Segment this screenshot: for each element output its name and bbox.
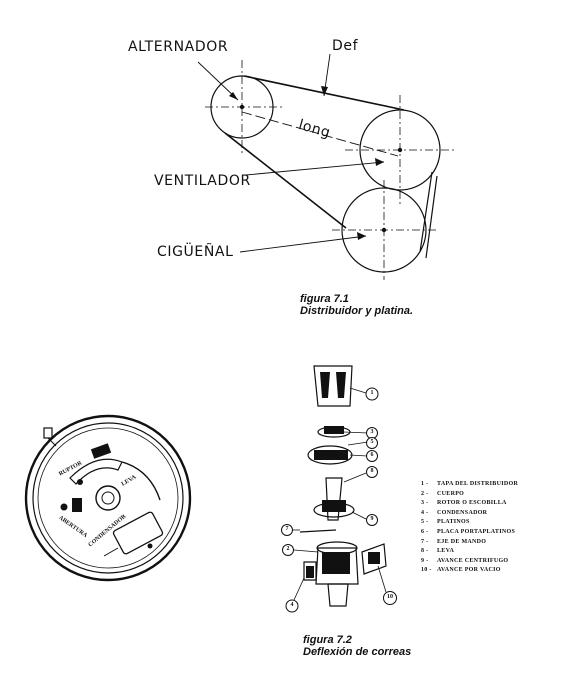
- legend-row: 4 -CONDENSADOR: [421, 509, 488, 516]
- legend-row: 2 -CUERPO: [421, 490, 465, 497]
- callout-7: 7: [285, 526, 289, 532]
- figure-7-1-title: figura 7.1: [300, 293, 349, 305]
- legend-row: 8 -LEVA: [421, 548, 455, 555]
- callout-1: 1: [370, 390, 374, 396]
- callout-6: 6: [370, 452, 374, 458]
- callout-10: 10: [387, 594, 393, 600]
- legend-row: 1 -TAPA DEL DISTRIBUIDOR: [421, 481, 519, 487]
- figure-7-1-text: Distribuidor y platina.: [300, 305, 414, 317]
- legend-row: 10 -AVANCE POR VACIO: [421, 567, 501, 574]
- parts-legend: 1 -TAPA DEL DISTRIBUIDOR 2 -CUERPO 3 -RO…: [421, 480, 518, 576]
- figure-7-2-title: figura 7.2: [303, 634, 352, 646]
- figure-7-2-text: Deflexión de correas: [303, 646, 412, 658]
- alternator-label: ALTERNADOR: [128, 39, 229, 55]
- legend-row: 3 -ROTOR O ESCOBILLA: [421, 500, 507, 507]
- fan-label: VENTILADOR: [154, 173, 251, 189]
- callout-3: 3: [370, 429, 374, 435]
- legend-row: 9 -AVANCE CENTRIFUGO: [421, 557, 509, 564]
- crankshaft-label: CIGÜEÑAL: [157, 244, 234, 260]
- legend-row: 7 -EJE DE MANDO: [421, 538, 487, 545]
- legend-row: 6 -PLACA PORTAPLATINOS: [421, 528, 516, 535]
- callout-5: 5: [370, 439, 374, 445]
- callout-2: 2: [286, 546, 290, 552]
- legend-row: 5 -PLATINOS: [421, 519, 470, 526]
- figure-7-2-caption: figura 7.2 Deflexión de correas: [303, 634, 411, 658]
- callout-8: 8: [370, 468, 374, 474]
- deflection-label: Def: [332, 38, 359, 54]
- callout-9: 9: [370, 516, 374, 522]
- figure-7-1-caption: figura 7.1 Distribuidor y platina.: [300, 293, 413, 317]
- callout-4: 4: [290, 602, 294, 608]
- fan-pulley: [359, 109, 441, 191]
